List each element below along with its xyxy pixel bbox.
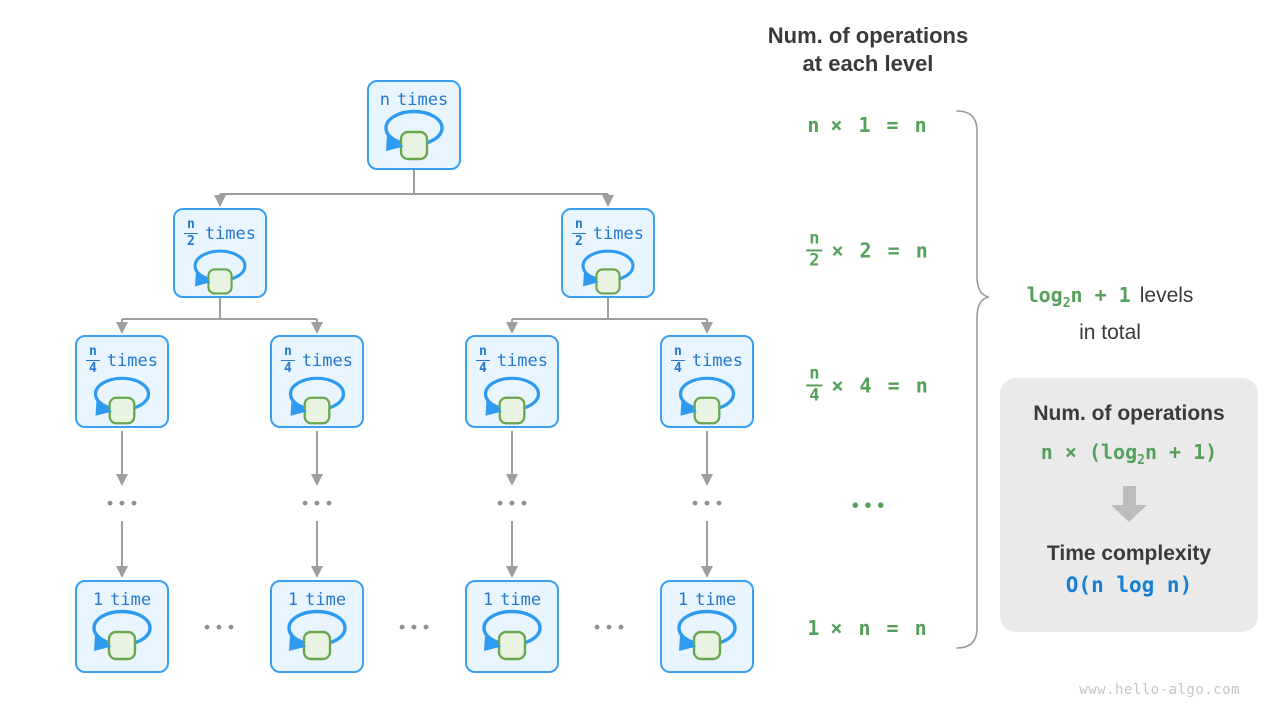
- summary-panel: Num. of operations n × (log2n + 1) Time …: [1000, 378, 1258, 632]
- statement-block-icon: [108, 396, 136, 425]
- ellipsis-gray: •••: [107, 493, 143, 513]
- brace: [956, 110, 990, 649]
- statement-block-icon: [107, 630, 137, 661]
- ellipsis-gray: •••: [302, 493, 338, 513]
- level-operation-count: n× 1 = n: [807, 113, 929, 137]
- levels-formula: log2n + 1: [1026, 283, 1131, 311]
- statement-block-icon: [693, 396, 721, 425]
- statement-block-icon: [595, 268, 621, 295]
- loop-arrow-icon: [384, 109, 444, 161]
- complexity-result: O(n log n): [1065, 573, 1193, 597]
- ellipsis-gray: •••: [204, 617, 240, 637]
- statement-block-icon: [498, 396, 526, 425]
- levels-word: levels: [1139, 284, 1194, 307]
- loop-arrow-icon: [287, 609, 347, 661]
- statement-block-icon: [303, 396, 331, 425]
- levels-total-label: log2n + 1 levels in total: [1027, 281, 1194, 347]
- down-arrow-icon: [1111, 486, 1147, 522]
- statement-block-icon: [692, 630, 722, 661]
- column-heading: Num. of operations at each level: [768, 22, 968, 78]
- loop-arrow-icon: [93, 376, 151, 425]
- loop-arrow-icon: [581, 249, 635, 295]
- column-heading-line2: at each level: [802, 51, 934, 76]
- statement-block-icon: [497, 630, 527, 661]
- loop-arrow-icon: [677, 609, 737, 661]
- ellipsis-gray: •••: [594, 617, 630, 637]
- watermark: www.hello-algo.com: [1079, 682, 1240, 698]
- levels-total-line1: log2n + 1 levels: [1027, 281, 1194, 318]
- ellipsis-gray: •••: [399, 617, 435, 637]
- ellipsis-gray: •••: [497, 493, 533, 513]
- panel-subtitle: Time complexity: [1046, 542, 1212, 565]
- ellipsis-green: •••: [852, 495, 890, 517]
- statement-block-icon: [207, 268, 233, 295]
- loop-arrow-icon: [483, 376, 541, 425]
- panel-title: Num. of operations: [1033, 402, 1225, 425]
- loop-arrow-icon: [288, 376, 346, 425]
- loop-arrow-icon: [482, 609, 542, 661]
- statement-block-icon: [399, 130, 429, 161]
- level-operation-count: 1× n = n: [807, 616, 929, 640]
- loop-arrow-icon: [678, 376, 736, 425]
- operations-formula: n × (log2n + 1): [1040, 440, 1218, 468]
- levels-total-line2: in total: [1079, 321, 1141, 344]
- loop-arrow-icon: [193, 249, 247, 295]
- column-heading-line1: Num. of operations: [767, 23, 969, 48]
- ellipsis-gray: •••: [692, 493, 728, 513]
- statement-block-icon: [302, 630, 332, 661]
- loop-arrow-icon: [92, 609, 152, 661]
